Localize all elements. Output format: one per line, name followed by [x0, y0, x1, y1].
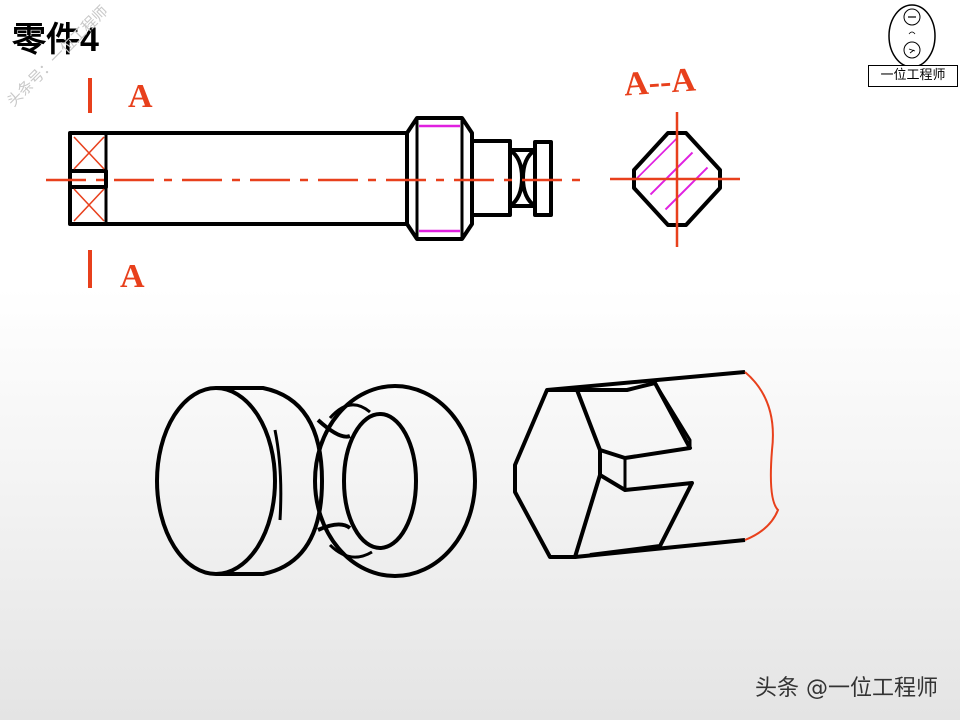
- shaft-body: [68, 131, 409, 226]
- footer-credit: 头条 @一位工程师: [755, 676, 938, 701]
- logo-caption: 一位工程师: [868, 65, 958, 87]
- section-hatching: [635, 137, 719, 221]
- break-line: [744, 371, 780, 541]
- shaft-end-flange: [533, 140, 553, 217]
- flat-cross-marks: [73, 136, 105, 222]
- iso-shaft-end: [513, 370, 746, 559]
- page-title: 零件4: [12, 21, 99, 59]
- section-label-top: A: [128, 78, 153, 115]
- shaft-collar: [405, 116, 474, 241]
- collar-hatch-lines: [419, 124, 460, 233]
- seal-logo-icon: [888, 4, 936, 68]
- section-diamond: [632, 131, 722, 227]
- shaft-neck: [470, 139, 512, 217]
- iso-knob: [155, 384, 477, 578]
- section-center-lines: [610, 112, 740, 247]
- section-label-bottom: A: [120, 258, 145, 295]
